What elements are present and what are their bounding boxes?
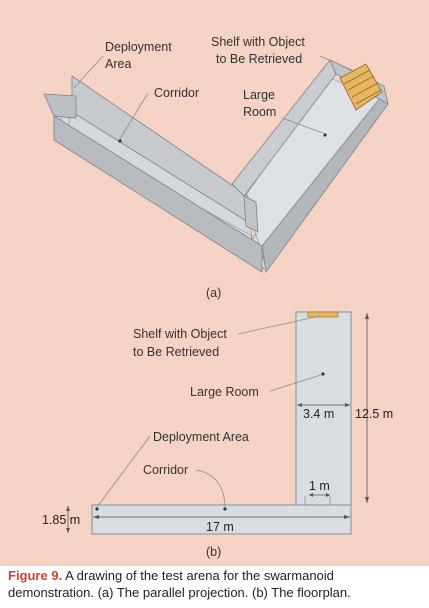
plan-label-shelf-l2: to Be Retrieved (133, 345, 219, 359)
figure-panel: Deployment Area Shelf with Object to Be … (0, 0, 429, 566)
plan-deployment-marker (95, 507, 99, 511)
floorplan: 3.4 m 12.5 m 1 m 1.85 m 17 m Shelf with … (42, 311, 393, 559)
arena-drawing: Deployment Area Shelf with Object to Be … (42, 35, 393, 559)
dim-1m: 1 m (309, 479, 330, 493)
divider-wall (243, 195, 259, 233)
panel-label-b: (b) (206, 545, 221, 559)
plan-leader-corridor (195, 469, 226, 508)
leader-large-room (281, 117, 324, 134)
large-room-marker (323, 133, 327, 137)
dim-185: 1.85 m (42, 513, 80, 527)
label-large-room-l2: Room (243, 105, 276, 119)
plan-leader-shelf (237, 315, 321, 335)
plan-label-deployment-area: Deployment Area (153, 430, 249, 444)
shelf-3d (339, 63, 383, 111)
label-deployment-area-l2: Area (105, 57, 131, 71)
plan-leader-room (269, 374, 322, 392)
label-large-room-l1: Large (243, 88, 275, 102)
plan-label-large-room: Large Room (190, 385, 259, 399)
corridor-rect (91, 504, 352, 535)
leader-corridor (119, 92, 149, 140)
plan-corridor-marker (223, 507, 227, 511)
figure-caption: Figure 9. A drawing of the test arena fo… (8, 567, 423, 601)
panel-label-a: (a) (206, 286, 221, 300)
caption-label: Figure 9. (8, 568, 63, 583)
dim-room-width: 3.4 m (303, 407, 334, 421)
caption-text: A drawing of the test arena for the swar… (8, 568, 351, 600)
dim-room-length: 12.5 m (355, 407, 393, 421)
corridor-marker (118, 139, 122, 143)
leader-shelf (319, 55, 353, 71)
plan-label-corridor: Corridor (143, 463, 188, 477)
label-shelf-l1: Shelf with Object (211, 35, 305, 49)
corridor-front-wall (53, 115, 263, 273)
corridor-floor (65, 109, 253, 237)
plan-label-shelf-l1: Shelf with Object (133, 327, 227, 341)
deployment-wall (43, 93, 77, 119)
parallel-projection: Deployment Area Shelf with Object to Be … (43, 35, 389, 300)
label-corridor: Corridor (154, 86, 199, 100)
plan-leader-deployment (96, 435, 151, 508)
plan-room-marker (321, 372, 325, 376)
label-shelf-l2: to Be Retrieved (216, 52, 302, 66)
leader-deployment (73, 55, 104, 89)
shelf-plan (307, 311, 339, 318)
dim-17m: 17 m (206, 520, 234, 534)
label-deployment-area-l1: Deployment (105, 40, 172, 54)
